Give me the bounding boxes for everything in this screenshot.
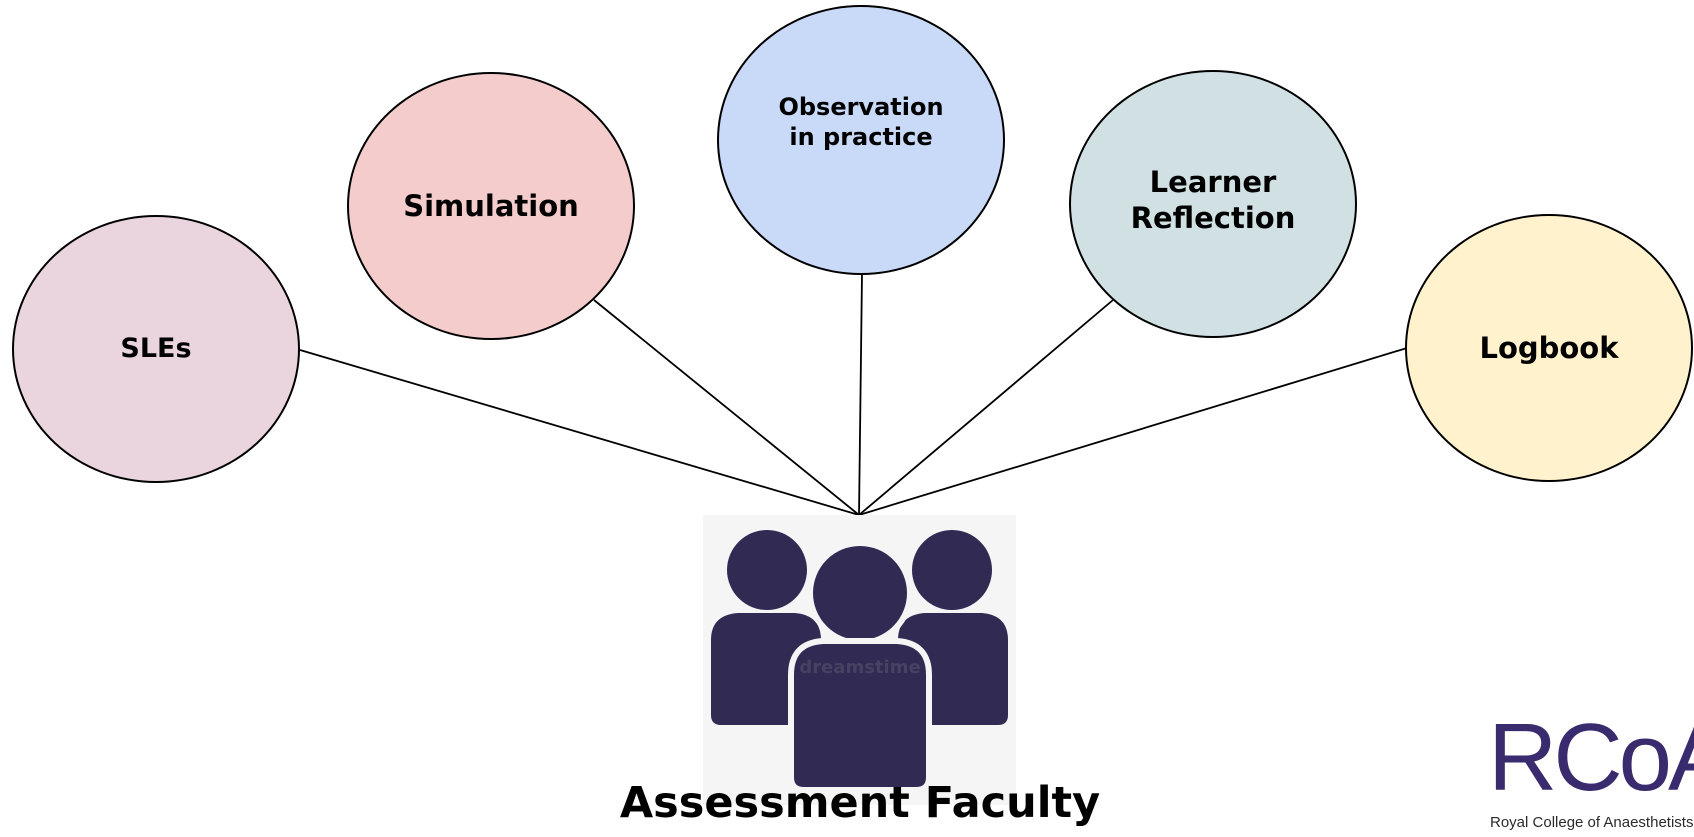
connector-simulation — [593, 299, 860, 516]
connector-learner — [858, 299, 1114, 516]
connector-logbook — [858, 347, 1408, 516]
connector-observation — [858, 273, 863, 516]
logo-mark: RCoA — [1488, 718, 1694, 811]
people-silhouettes — [711, 530, 1008, 793]
rcoa-logo: RCoA Royal College of Anaesthetists — [1488, 718, 1694, 837]
node-sles: SLEs — [12, 215, 300, 483]
node-logbook: Logbook — [1405, 214, 1693, 482]
icon-watermark: dreamstime — [799, 657, 920, 678]
connector-sles — [299, 349, 860, 516]
node-observation-in-practice: Observation in practice — [717, 5, 1005, 275]
node-simulation: Simulation — [347, 72, 635, 340]
people-group-icon: dreamstime — [703, 515, 1016, 805]
logo-name: Royal College of Anaesthetists — [1490, 814, 1694, 831]
hub-title: Assessment Faculty — [619, 778, 1101, 828]
node-learner-reflection: Learner Reflection — [1069, 70, 1357, 338]
